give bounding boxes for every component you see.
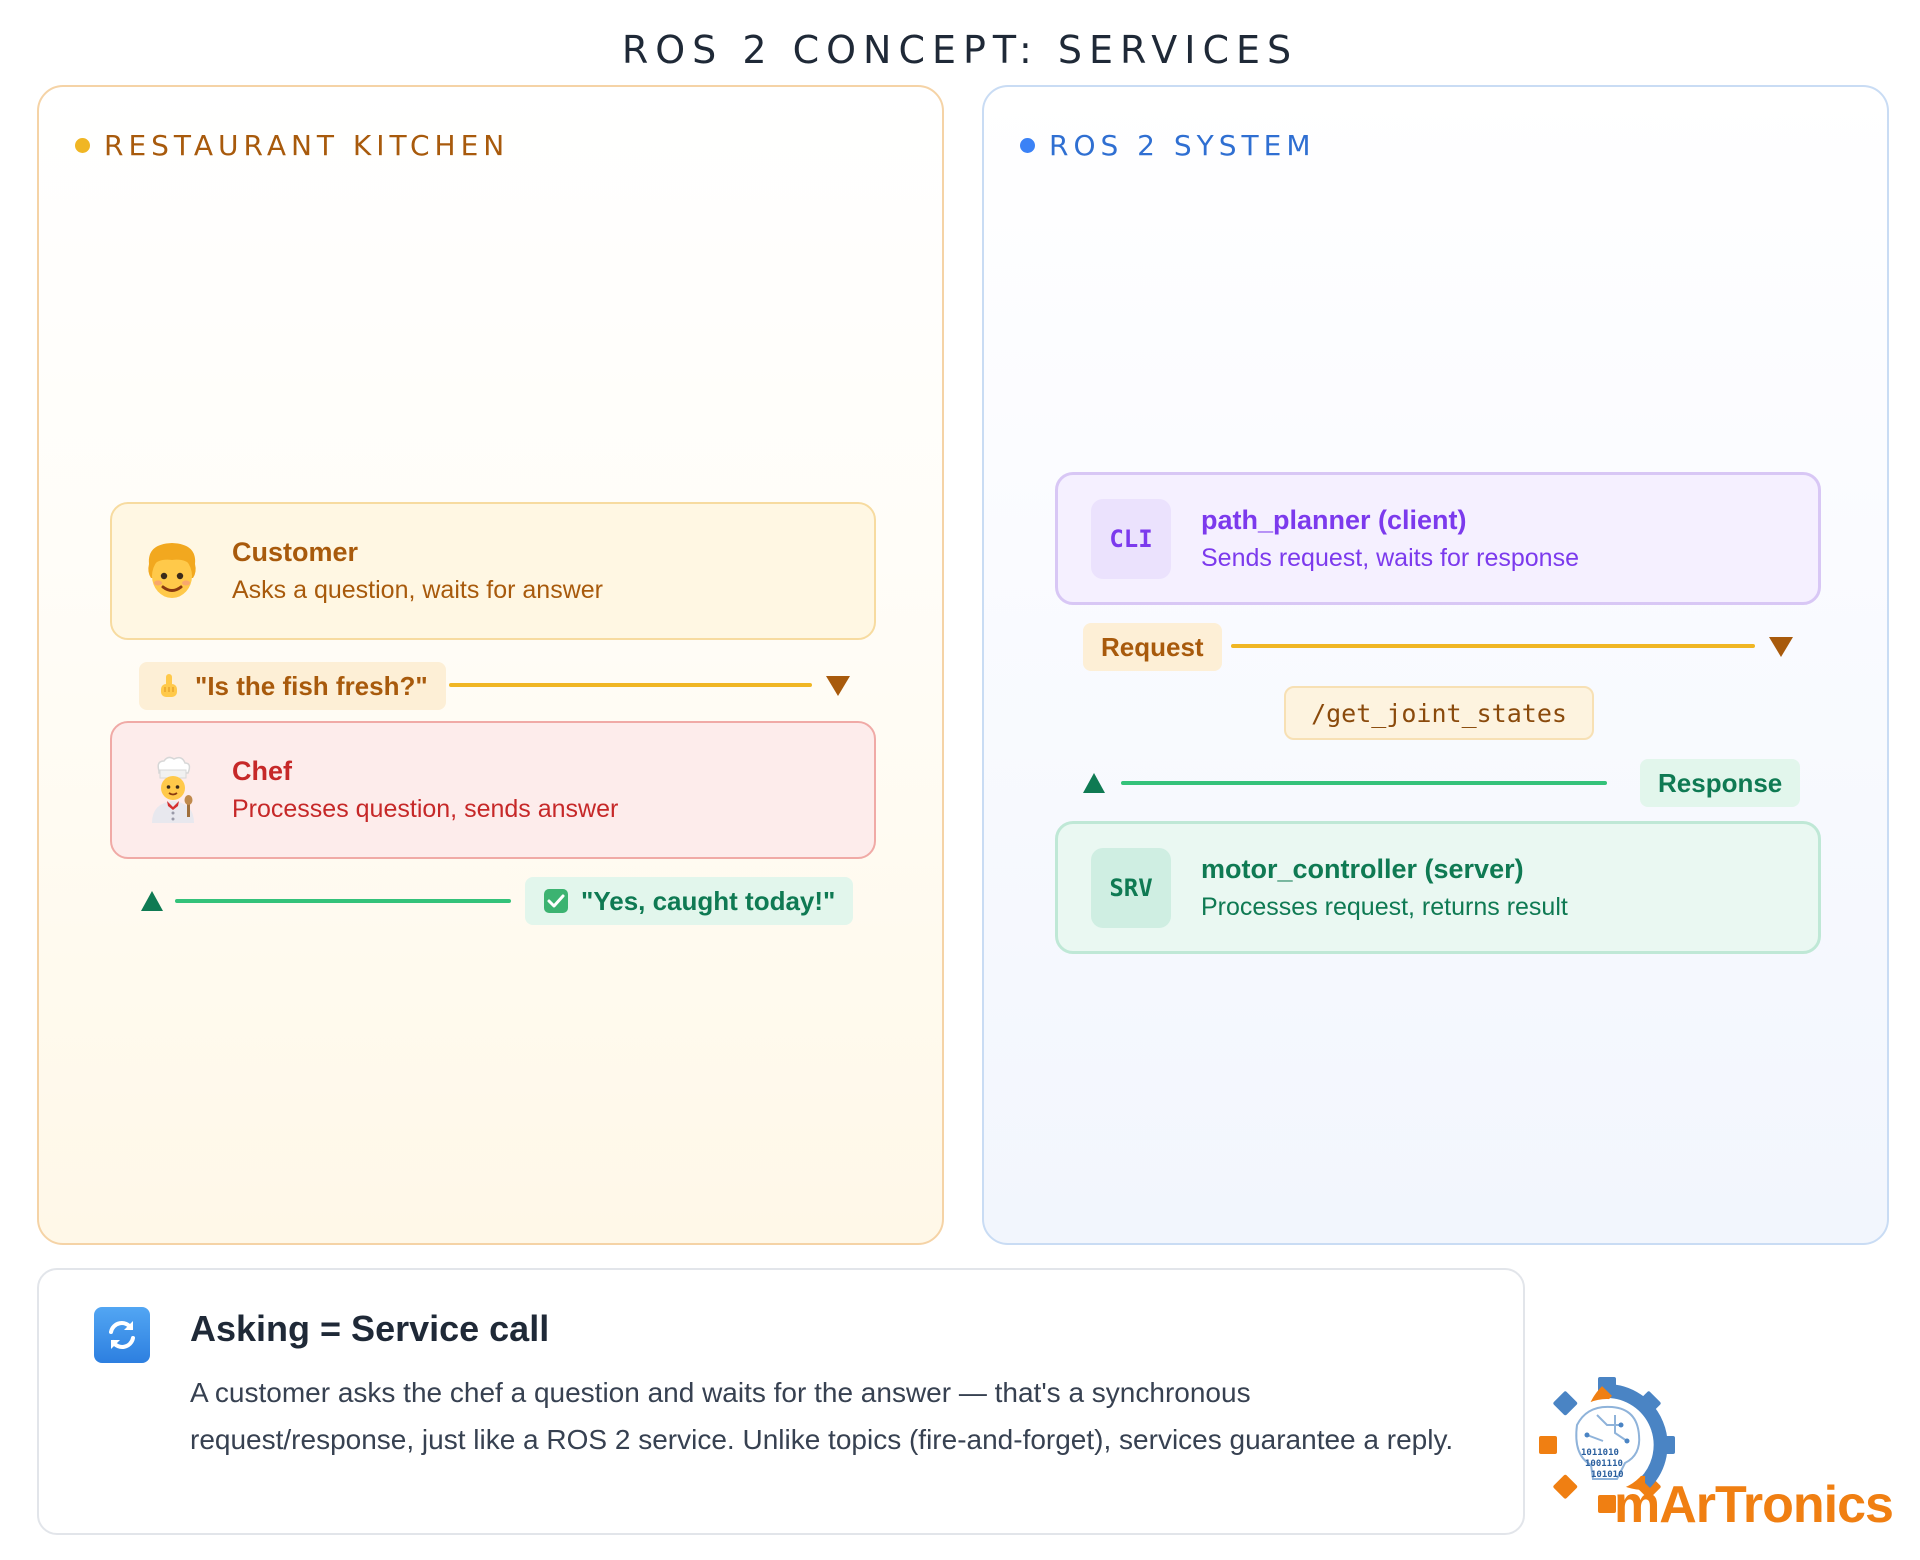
svg-text:1011010: 1011010 [1581, 1448, 1619, 1458]
server-title: motor_controller (server) [1201, 853, 1524, 884]
question-text: "Is the fish fresh?" [195, 670, 428, 701]
customer-subtitle: Asks a question, waits for answer [232, 576, 603, 604]
kitchen-dot-icon [75, 138, 90, 153]
svg-text:1001110: 1001110 [1585, 1459, 1623, 1469]
request-pill: Request [1083, 623, 1222, 671]
kitchen-panel-heading: RESTAURANT KITCHEN [75, 129, 509, 162]
service-name-box: /get_joint_states [1284, 686, 1594, 740]
answer-pill: "Yes, caught today!" [525, 877, 854, 925]
summary-card: Asking = Service call A customer asks th… [37, 1268, 1525, 1535]
customer-title: Customer [232, 537, 359, 567]
martronics-logo: 1011010 1001110 101010 mArTronics [1530, 1365, 1900, 1540]
arrow-down-icon [826, 676, 850, 696]
arrow-down-icon [1769, 637, 1793, 657]
arrow-up-icon [1083, 773, 1105, 793]
question-pill: "Is the fish fresh?" [139, 662, 446, 710]
gear-logo-icon: 1011010 1001110 101010 [1539, 1377, 1675, 1513]
server-subtitle: Processes request, returns result [1201, 892, 1568, 921]
client-subtitle: Sends request, waits for response [1201, 543, 1579, 572]
svg-text:101010: 101010 [1591, 1470, 1624, 1480]
request-arrow-line [1231, 644, 1755, 648]
server-node-card: SRV motor_controller (server) Processes … [1055, 821, 1821, 954]
logo-text: mArTronics [1614, 1476, 1894, 1534]
response-pill: Response [1640, 759, 1801, 807]
answer-text: "Yes, caught today!" [581, 885, 836, 916]
refresh-arrows-icon [94, 1307, 150, 1363]
pointing-finger-icon [157, 672, 181, 700]
customer-icon [112, 538, 232, 604]
client-badge: CLI [1091, 498, 1171, 579]
ros-dot-icon [1020, 138, 1035, 153]
response-arrow-line [1121, 781, 1607, 785]
summary-title: Asking = Service call [190, 1308, 550, 1349]
arrow-up-icon [141, 891, 163, 911]
chef-card: Chef Processes question, sends answer [110, 721, 876, 859]
server-badge: SRV [1091, 847, 1171, 928]
customer-card: Customer Asks a question, waits for answ… [110, 502, 876, 640]
client-title: path_planner (client) [1201, 504, 1467, 535]
summary-body: A customer asks the chef a question and … [190, 1377, 1454, 1455]
chef-title: Chef [232, 756, 292, 786]
kitchen-panel: RESTAURANT KITCHEN Customer Asks a quest… [37, 85, 944, 1245]
ros-panel-label: ROS 2 SYSTEM [1049, 129, 1316, 162]
client-node-card: CLI path_planner (client) Sends request,… [1055, 472, 1821, 605]
chef-icon [112, 755, 232, 825]
ros-panel-heading: ROS 2 SYSTEM [1020, 129, 1316, 162]
page-title: ROS 2 CONCEPT: SERVICES [621, 28, 1299, 72]
chef-subtitle: Processes question, sends answer [232, 795, 619, 823]
request-arrow-line [449, 683, 812, 687]
kitchen-panel-label: RESTAURANT KITCHEN [104, 129, 510, 162]
check-mark-icon [543, 888, 569, 914]
ros-panel: ROS 2 SYSTEM CLI path_planner (client) S… [982, 85, 1889, 1245]
response-arrow-line [175, 899, 511, 903]
